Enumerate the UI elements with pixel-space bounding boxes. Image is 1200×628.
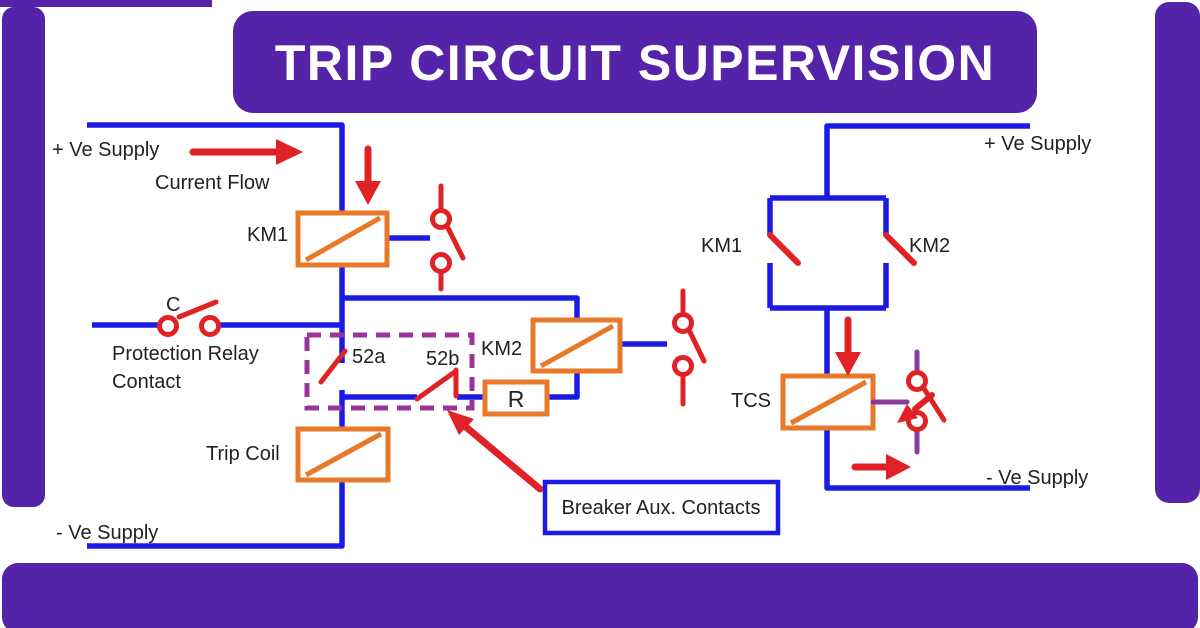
tcs-annotation-arrow-shaft <box>912 392 935 412</box>
frame-left-bar <box>2 7 45 507</box>
frame-bottom-bar <box>2 563 1198 628</box>
km2-aux-top-terminal <box>672 312 694 334</box>
km1-aux-contact <box>430 183 466 292</box>
frame-top-strip <box>0 0 212 7</box>
wire-branch-to-km2 <box>342 295 580 320</box>
wire-left-negative-rail <box>87 480 345 549</box>
tcs-supervision-contact <box>906 370 947 432</box>
km1-aux-bottom-terminal <box>430 252 452 274</box>
breaker-aux-dashed-box <box>304 332 475 411</box>
frame-right-bar <box>1155 2 1200 503</box>
km1-aux-top-terminal <box>430 208 452 230</box>
km1-supervision-blade <box>767 232 801 266</box>
tcs-contact-leads <box>870 349 920 455</box>
label-km1-contact: KM1 <box>701 235 742 257</box>
label-neg-supply-left: - Ve Supply <box>56 522 158 544</box>
current-flow-arrowhead <box>276 139 303 165</box>
negative-flow-arrowhead <box>886 454 911 480</box>
protection-contact-blade <box>176 299 219 320</box>
trip-coil-symbol <box>295 426 391 483</box>
label-protection-relay-line1: Protection Relay <box>112 343 259 365</box>
tcs-coil-diagonal <box>789 379 868 426</box>
tcs-current-arrowhead <box>835 352 861 376</box>
breaker-callout-arrowhead <box>447 410 474 435</box>
protection-contact-right-terminal <box>199 315 221 337</box>
km2-coil-symbol <box>530 317 623 374</box>
km2-aux-blade <box>687 329 707 364</box>
wiring <box>87 122 1030 549</box>
tcs-coil-symbol <box>780 373 876 431</box>
label-current-flow: Current Flow <box>155 172 270 194</box>
wire-left-positive-rail <box>87 122 345 213</box>
breaker-callout-arrow-shaft <box>462 423 544 493</box>
label-52a: 52a <box>352 346 386 368</box>
protection-contact-left-terminal <box>157 315 179 337</box>
km1-coil-diagonal <box>304 215 382 263</box>
km1-current-arrowhead <box>355 181 381 205</box>
km2-coil-diagonal <box>539 323 615 369</box>
title-banner-background <box>233 11 1037 113</box>
page-title: TRIP CIRCUIT SUPERVISION <box>275 35 995 91</box>
label-protection-relay-line2: Contact <box>112 371 181 393</box>
breaker-callout: Breaker Aux. Contacts <box>542 479 781 536</box>
contact-52b-blade <box>414 368 459 402</box>
label-52b: 52b <box>426 348 459 370</box>
label-pos-supply-left: + Ve Supply <box>52 139 159 161</box>
wire-km2-to-resistor <box>548 371 580 400</box>
title-banner: TRIP CIRCUIT SUPERVISION <box>233 11 1037 113</box>
km2-aux-contact <box>672 288 707 407</box>
labels: + Ve Supply Current Flow KM1 C Protectio… <box>52 133 1091 544</box>
resistor-box <box>482 379 550 417</box>
label-km1-coil: KM1 <box>247 224 288 246</box>
km1-aux-blade <box>445 225 466 261</box>
label-km2-contact: KM2 <box>909 235 950 257</box>
label-resistor: R <box>508 386 525 412</box>
wire-right-positive-rail <box>824 123 1030 198</box>
protection-relay-contact <box>157 299 221 337</box>
tcs-contact-blade <box>920 384 947 423</box>
label-pos-supply-right: + Ve Supply <box>984 133 1091 155</box>
km1-coil-symbol <box>295 210 390 268</box>
trip-coil-diagonal <box>304 431 383 478</box>
km2-supervision-blade <box>883 232 917 266</box>
relay-coils <box>295 210 876 483</box>
km2-aux-bottom-terminal <box>672 355 694 377</box>
contact-52a-blade <box>318 348 348 385</box>
label-neg-supply-right: - Ve Supply <box>986 467 1088 489</box>
label-trip-coil: Trip Coil <box>206 443 280 465</box>
arrowheads <box>276 139 918 480</box>
contacts-and-arrows <box>157 145 947 493</box>
tcs-annotation-arrowhead <box>897 404 918 423</box>
breaker-callout-label: Breaker Aux. Contacts <box>562 497 761 519</box>
breaker-callout-box <box>542 479 781 536</box>
label-km2-coil: KM2 <box>481 338 522 360</box>
label-tcs: TCS <box>731 390 771 412</box>
wire-right-negative-rail <box>824 428 1030 491</box>
label-contact-c: C <box>166 294 180 316</box>
